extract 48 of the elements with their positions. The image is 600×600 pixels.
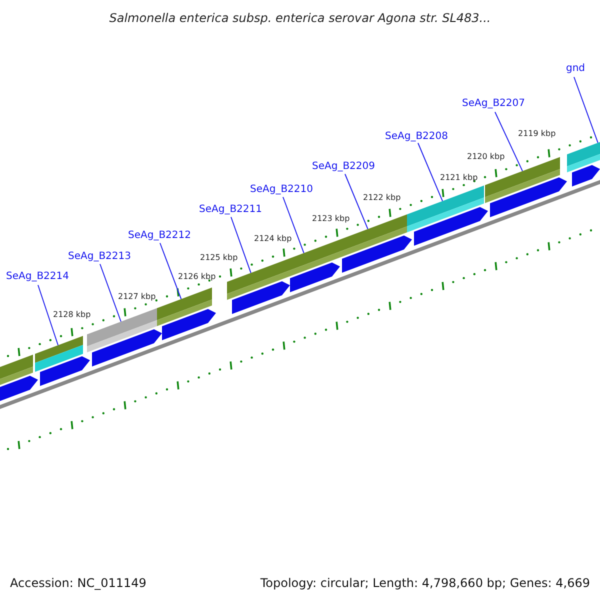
gene-bar: [283, 241, 335, 279]
gene-label: SeAg_B2212: [128, 229, 191, 242]
position-label: 2127 kbp: [118, 292, 156, 302]
title: Salmonella enterica subsp. enterica serovar Agona str. SL483...: [108, 10, 492, 27]
gene-label: SeAg_B2210: [250, 183, 313, 196]
gene-label: SeAg_B2207: [462, 97, 525, 110]
position-label: 2122 kbp: [363, 193, 401, 203]
position-label: 2124 kbp: [254, 234, 292, 244]
position-label: 2119 kbp: [518, 129, 556, 139]
leader-line: [230, 216, 252, 274]
gene-feature: [92, 329, 162, 366]
gene-bar: [157, 288, 212, 326]
gene-feature: [572, 165, 600, 186]
gene-bar: [407, 186, 484, 232]
gene-bar: [35, 336, 83, 372]
accession-text: Accession: NC_011149: [10, 575, 146, 592]
gene-bar: [567, 142, 600, 172]
gene-feature: [232, 281, 290, 314]
leader-line: [38, 284, 59, 346]
leader-line: [344, 174, 368, 230]
gene-label: gnd: [566, 62, 586, 75]
position-label: 2125 kbp: [200, 253, 238, 263]
gene-feature: [162, 309, 216, 340]
position-label: 2120 kbp: [467, 152, 505, 162]
genome-info-text: Topology: circular; Length: 4,798,660 bp; Genes: 4,669: [260, 575, 590, 592]
gene-feature: [490, 177, 567, 218]
leader-line: [418, 142, 444, 202]
gene-feature: [414, 207, 488, 246]
leader-line: [282, 196, 304, 254]
gene-label: SeAg_B2211: [199, 203, 262, 216]
gene-label: SeAg_B2209: [312, 160, 375, 173]
gene-bar: [335, 214, 407, 260]
gene-label: SeAg_B2208: [385, 130, 448, 143]
gene-feature: [0, 376, 38, 401]
gene-feature: [290, 262, 340, 292]
gene-bar: [227, 260, 283, 300]
gene-feature: [342, 236, 412, 273]
leader-line: [100, 264, 122, 322]
leader-line: [160, 242, 182, 300]
position-label: 2126 kbp: [178, 272, 216, 282]
gene-label: SeAg_B2213: [68, 250, 131, 263]
gene-label: SeAg_B2214: [6, 270, 69, 283]
leader-line: [574, 76, 598, 144]
position-label: 2123 kbp: [312, 214, 350, 224]
gene-feature: [40, 356, 90, 386]
gene-bar: [0, 354, 33, 385]
position-label: 2121 kbp: [440, 173, 478, 183]
position-label: 2128 kbp: [53, 310, 91, 320]
